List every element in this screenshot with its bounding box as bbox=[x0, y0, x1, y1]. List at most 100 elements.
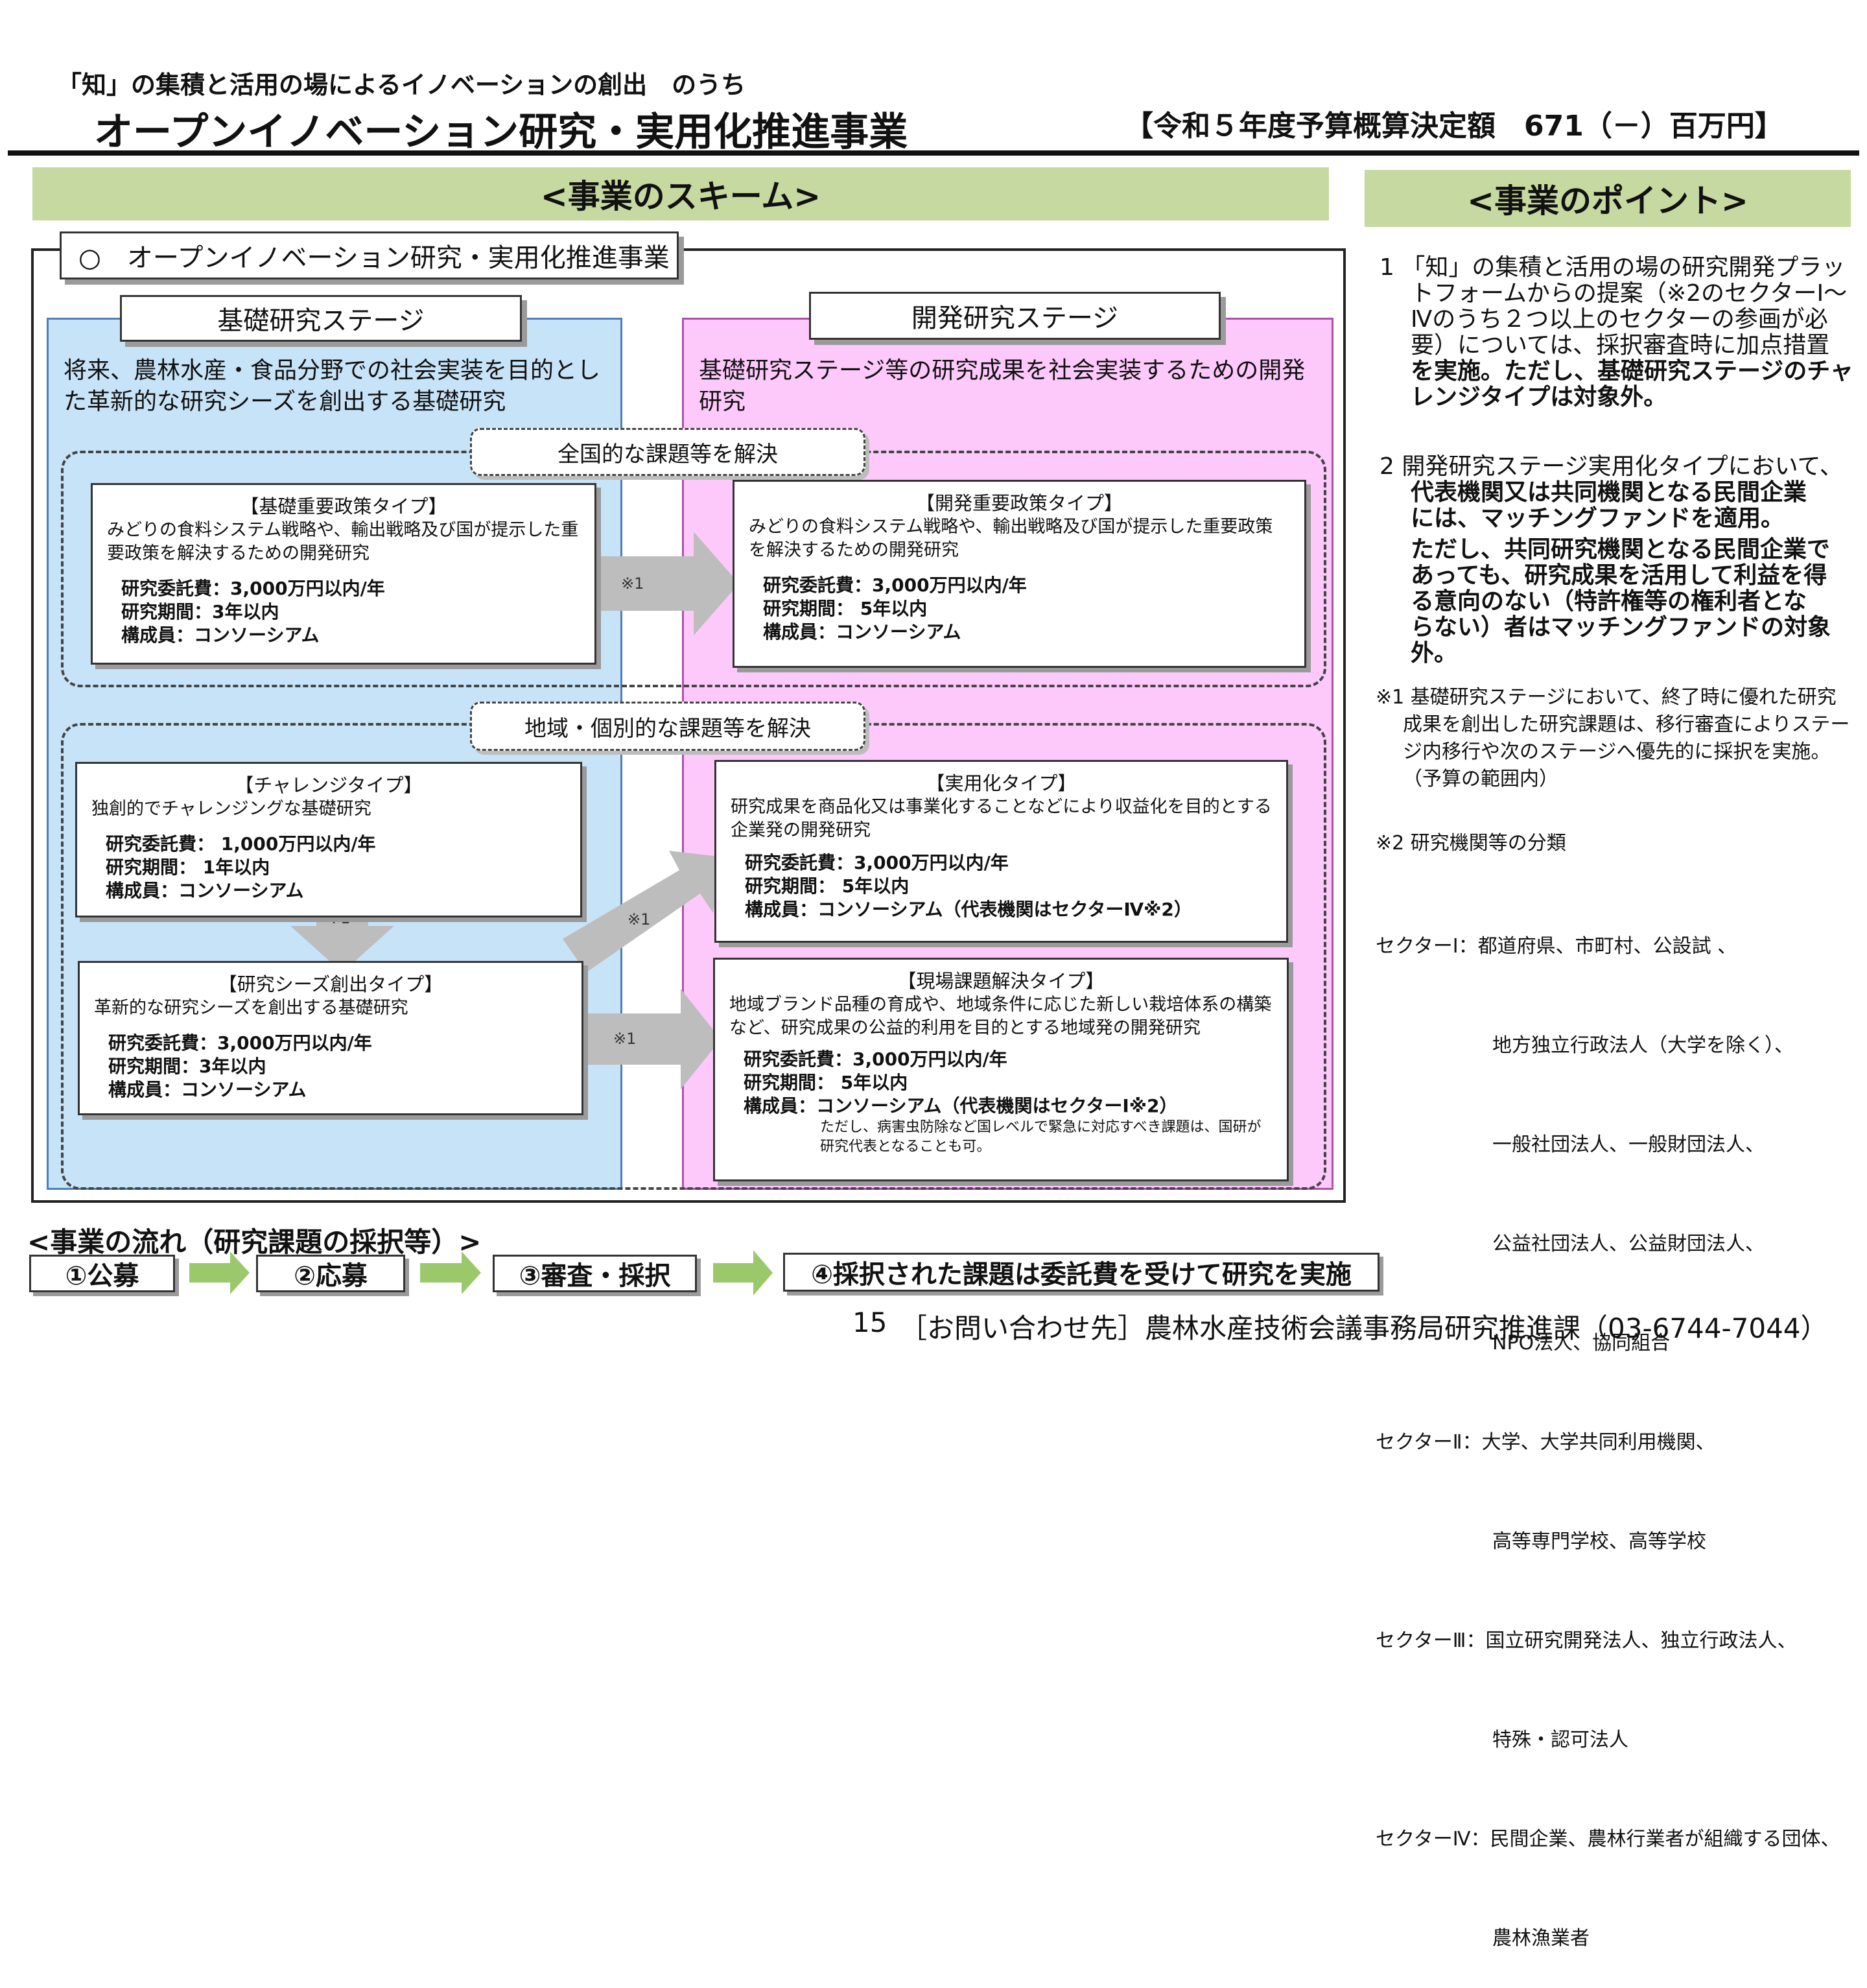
point-1-line: トフォームからの提案（※2のセクターⅠ～ bbox=[1411, 280, 1848, 307]
card-field: 【現場課題解決タイプ】 地域ブランド品種の育成や、地域条件に応じた新しい栽培体系… bbox=[713, 958, 1289, 1181]
sector-line: NPO法人、協同組合 bbox=[1376, 1332, 1671, 1355]
sector-line: セクターⅡ：大学、大学共同利用機関、 bbox=[1376, 1431, 1715, 1454]
card-seeds: 【研究シーズ創出タイプ】 革新的な研究シーズを創出する基礎研究 研究委託費：3,… bbox=[78, 961, 583, 1115]
sector-line: 特殊・認可法人 bbox=[1376, 1729, 1628, 1751]
card-title: 【開発重要政策タイプ】 bbox=[915, 492, 1123, 514]
note-1-line: 成果を創出した研究課題は、移行審査によりステー bbox=[1403, 713, 1850, 736]
page-number: 15 bbox=[852, 1307, 887, 1338]
point-2-line: らない）者はマッチングファンドの対象外。 bbox=[1411, 614, 1831, 667]
card-desc: 研究成果を商品化又は事業化することなどにより収益化を目的とする企業発の開発研究 bbox=[731, 797, 1272, 840]
sector-line: セクターⅠ：都道府県、市町村、公設試 、 bbox=[1376, 935, 1737, 958]
note-1: ※1 基礎研究ステージにおいて、終了時に優れた研究 成果を創出した研究課題は、移… bbox=[1376, 684, 1859, 793]
sector-line: セクターⅢ：国立研究開発法人、独立行政法人、 bbox=[1376, 1629, 1797, 1652]
note-1-line: ※1 基礎研究ステージにおいて、終了時に優れた研究 bbox=[1376, 686, 1837, 709]
card-spec: 研究委託費：3,000万円以内/年 研究期間：3年以内 構成員：コンソーシアム bbox=[107, 577, 580, 647]
point-2-line: 2 開発研究ステージ実用化タイプにおいて、 bbox=[1380, 453, 1843, 480]
card-title: 【研究シーズ創出タイプ】 bbox=[218, 973, 443, 995]
sector-line: 公益社団法人、公益財団法人、 bbox=[1376, 1233, 1765, 1255]
point-1-line: 要）については、採択審査時に加点措置 bbox=[1411, 332, 1830, 359]
sector-line: 農林漁業者 bbox=[1376, 1927, 1590, 1950]
sector-line: 高等専門学校、高等学校 bbox=[1376, 1530, 1706, 1553]
card-basic-policy: 【基礎重要政策タイプ】 みどりの食料システム戦略や、輸出戦略及び国が提示した重要… bbox=[91, 483, 596, 665]
card-dev-policy: 【開発重要政策タイプ】 みどりの食料システム戦略や、輸出戦略及び国が提示した重要… bbox=[733, 480, 1306, 668]
arrow-note-1: ※1 bbox=[621, 574, 644, 593]
flow-step-4: ④採択された課題は委託費を受けて研究を実施 bbox=[783, 1253, 1380, 1292]
sector-line: 地方独立行政法人（大学を除く）、 bbox=[1376, 1034, 1794, 1057]
arrow-note-3: ※1 bbox=[628, 910, 651, 929]
card-spec: 研究委託費：3,000万円以内/年 研究期間： 5年以内 構成員：コンソーシアム bbox=[749, 574, 1290, 644]
card-members: 構成員：コンソーシアム bbox=[121, 624, 320, 646]
card-desc: 地域ブランド品種の育成や、地域条件に応じた新しい栽培体系の構築など、研究成果の公… bbox=[729, 995, 1272, 1038]
card-title: 【現場課題解決タイプ】 bbox=[897, 970, 1105, 992]
card-period: 研究期間： 5年以内 bbox=[745, 875, 910, 897]
card-members: 構成員：コンソーシアム bbox=[106, 880, 304, 901]
card-period: 研究期間：3年以内 bbox=[121, 601, 279, 622]
card-spec: 研究委託費：3,000万円以内/年 研究期間：3年以内 構成員：コンソーシアム bbox=[94, 1032, 567, 1102]
point-2-line: ただし、共同研究機関となる民間企業で bbox=[1411, 536, 1830, 563]
contact-info: ［お問い合わせ先］農林水産技術会議事務局研究推進課（03-6744-7044） bbox=[900, 1312, 1828, 1344]
sector-list: セクターⅠ：都道府県、市町村、公設試 、 地方独立行政法人（大学を除く）、 一般… bbox=[1376, 864, 1859, 1988]
basic-stage-desc: 将来、農林水産・食品分野での社会実装を目的とした革新的な研究シーズを創出する基礎… bbox=[64, 357, 601, 415]
card-spec: 研究委託費：3,000万円以内/年 研究期間： 5年以内 構成員：コンソーシアム… bbox=[729, 1048, 1273, 1118]
note-1-line: ジ内移行や次のステージへ優先的に採択を実施。 bbox=[1403, 740, 1831, 763]
note-1-line: （予算の範囲内） bbox=[1403, 768, 1558, 790]
card-practical: 【実用化タイプ】 研究成果を商品化又は事業化することなどにより収益化を目的とする… bbox=[714, 760, 1288, 943]
note-2-title: ※2 研究機関等の分類 bbox=[1376, 832, 1566, 855]
program-label: ○ オープンイノベーション研究・実用化推進事業 bbox=[60, 231, 679, 279]
card-fee: 研究委託費：3,000万円以内/年 bbox=[745, 852, 1009, 873]
point-2-line: あっても、研究成果を活用して利益を得 bbox=[1411, 562, 1827, 589]
card-title: 【実用化タイプ】 bbox=[926, 772, 1077, 794]
card-spec: 研究委託費： 1,000万円以内/年 研究期間： 1年以内 構成員：コンソーシア… bbox=[91, 833, 566, 903]
sector-line: 一般社団法人、一般財団法人、 bbox=[1376, 1133, 1765, 1156]
card-period: 研究期間： 5年以内 bbox=[763, 598, 928, 619]
card-desc: 革新的な研究シーズを創出する基礎研究 bbox=[94, 998, 408, 1018]
card-desc: みどりの食料システム戦略や、輸出戦略及び国が提示した重要政策を解決するための開発… bbox=[107, 520, 579, 563]
point-1-line: レンジタイプは対象外。 bbox=[1411, 384, 1667, 410]
regional-label: 地域・個別的な課題等を解決 bbox=[470, 702, 865, 751]
card-desc: 独創的でチャレンジングな基礎研究 bbox=[91, 799, 371, 819]
flow-step-1: ①公募 bbox=[29, 1255, 175, 1292]
dev-stage-label: 開発研究ステージ bbox=[809, 292, 1221, 340]
basic-stage-label: 基礎研究ステージ bbox=[120, 295, 522, 342]
header-rule bbox=[8, 150, 1859, 156]
card-title: 【チャレンジタイプ】 bbox=[235, 774, 423, 796]
flow-heading: <事業の流れ（研究課題の採択等）> bbox=[27, 1226, 482, 1258]
point-2-line: る意向のない（特許権等の権利者とな bbox=[1411, 588, 1807, 615]
card-members: 構成員：コンソーシアム bbox=[763, 621, 961, 643]
card-fee: 研究委託費： 1,000万円以内/年 bbox=[106, 833, 376, 855]
card-note: ただし、病害虫防除など国レベルで緊急に対応すべき課題は、国研が研究代表となること… bbox=[820, 1119, 1262, 1155]
card-members: 構成員：コンソーシアム bbox=[108, 1079, 307, 1100]
card-title: 【基礎重要政策タイプ】 bbox=[240, 495, 447, 517]
sector-line: セクターⅣ：民間企業、農林行業者が組織する団体、 bbox=[1376, 1828, 1840, 1851]
flow-arrow-3 bbox=[713, 1250, 773, 1296]
card-fee: 研究委託費：3,000万円以内/年 bbox=[744, 1048, 1007, 1070]
card-period: 研究期間： 1年以内 bbox=[106, 857, 270, 878]
card-fee: 研究委託費：3,000万円以内/年 bbox=[108, 1032, 372, 1054]
card-fee: 研究委託費：3,000万円以内/年 bbox=[121, 578, 385, 599]
point-1-line: を実施。ただし、基礎研究ステージのチャ bbox=[1411, 358, 1853, 385]
dev-stage-desc: 基礎研究ステージ等の研究成果を社会実装するための開発研究 bbox=[699, 357, 1306, 415]
scheme-heading: <事業のスキーム> bbox=[32, 167, 1329, 220]
budget-label: 【令和５年度予算概算決定額 671（－）百万円】 bbox=[1125, 110, 1783, 143]
page-title: オープンイノベーション研究・実用化推進事業 bbox=[94, 110, 908, 155]
card-members: 構成員：コンソーシアム（代表機関はセクターⅣ※2） bbox=[745, 899, 1192, 920]
card-members: 構成員：コンソーシアム（代表機関はセクターⅠ※2） bbox=[744, 1095, 1178, 1117]
page-subtitle: 「知」の集積と活用の場によるイノベーションの創出 のうち bbox=[57, 71, 746, 99]
points-heading: <事業のポイント> bbox=[1365, 170, 1851, 227]
point-1-line: 1 「知」の集積と活用の場の研究開発プラッ bbox=[1380, 254, 1846, 281]
card-period: 研究期間： 5年以内 bbox=[744, 1072, 908, 1093]
card-fee: 研究委託費：3,000万円以内/年 bbox=[763, 574, 1027, 596]
scheme-frame bbox=[31, 248, 1346, 1203]
point-2: 2 開発研究ステージ実用化タイプにおいて、 代表機関又は共同機関となる民間企業 … bbox=[1380, 454, 1862, 667]
point-1: 1 「知」の集積と活用の場の研究開発プラッ トフォームからの提案（※2のセクター… bbox=[1380, 255, 1859, 410]
card-spec: 研究委託費：3,000万円以内/年 研究期間： 5年以内 構成員：コンソーシアム… bbox=[731, 851, 1272, 921]
flow-step-2: ②応募 bbox=[256, 1255, 405, 1292]
flow-step-3: ③審査・採択 bbox=[493, 1255, 697, 1292]
card-desc: みどりの食料システム戦略や、輸出戦略及び国が提示した重要政策を解決するための開発… bbox=[749, 517, 1273, 560]
national-label: 全国的な課題等を解決 bbox=[470, 428, 865, 476]
point-1-line: Ⅳのうち２つ以上のセクターの参画が必 bbox=[1411, 306, 1828, 333]
card-challenge: 【チャレンジタイプ】 独創的でチャレンジングな基礎研究 研究委託費： 1,000… bbox=[75, 762, 582, 917]
point-2-line: には、マッチングファンドを適用。 bbox=[1411, 505, 1785, 532]
card-period: 研究期間：3年以内 bbox=[108, 1056, 266, 1077]
point-2-line: 代表機関又は共同機関となる民間企業 bbox=[1411, 479, 1807, 506]
